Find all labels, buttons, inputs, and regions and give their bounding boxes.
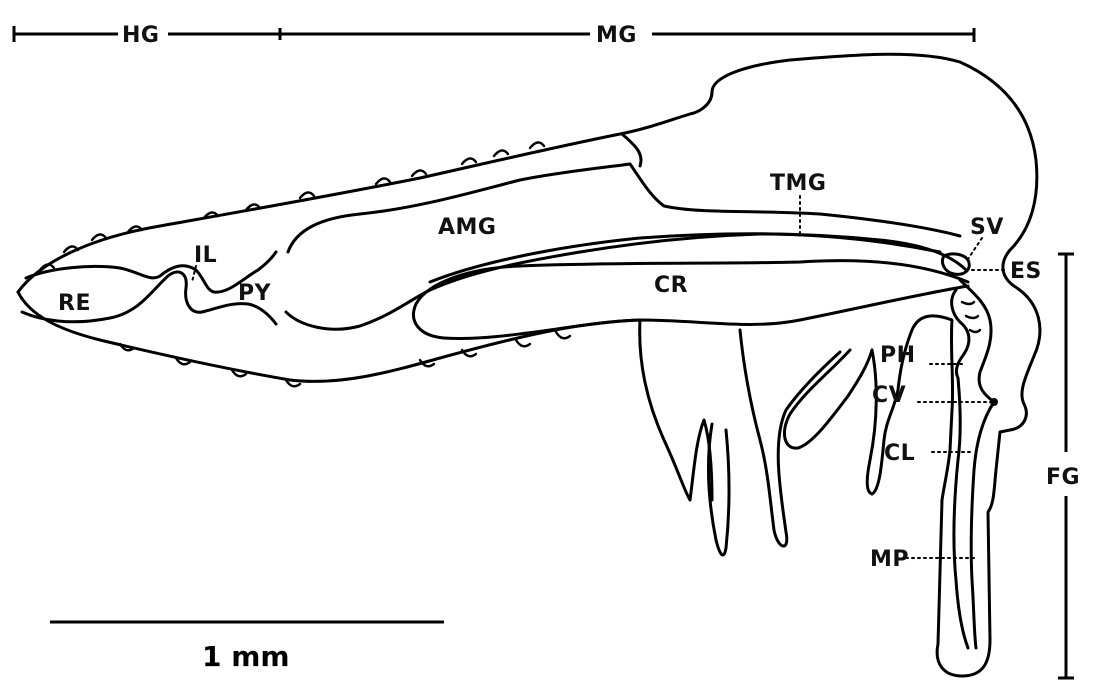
label-thoracic-midgut: TMG xyxy=(770,171,826,196)
label-rectum: RE xyxy=(58,291,91,316)
esophagus-tube xyxy=(960,280,994,402)
label-anterior-midgut: AMG xyxy=(438,215,496,240)
label-crop: CR xyxy=(654,273,688,298)
label-mouthparts: MP xyxy=(870,547,909,572)
label-midgut: MG xyxy=(596,23,637,48)
thoracic-midgut-lower xyxy=(430,234,966,282)
mouthparts-channel xyxy=(954,378,968,648)
label-stomodeal-valve: SV xyxy=(970,215,1004,240)
appendage-5 xyxy=(867,350,876,494)
label-cibarial-valve: CV xyxy=(872,383,906,408)
scale-label: 1 mm xyxy=(202,640,290,673)
cibarial-valve-dot xyxy=(990,398,998,406)
label-pylorus: PY xyxy=(238,281,272,306)
label-cibarium: CL xyxy=(884,441,915,466)
label-esophagus: ES xyxy=(1010,259,1042,284)
cuticle-spines-upper xyxy=(40,142,544,270)
label-pharynx: PH xyxy=(880,343,916,368)
anterior-midgut-lower xyxy=(286,234,940,329)
label-foregut: FG xyxy=(1046,465,1080,490)
appendage-3 xyxy=(740,330,840,546)
thoracic-midgut-upper-fold xyxy=(622,134,641,166)
gut-lower-outline xyxy=(18,292,640,381)
appendage-1 xyxy=(640,320,712,500)
crop-outline xyxy=(414,261,968,339)
label-ileum: IL xyxy=(194,243,217,268)
label-hindgut: HG xyxy=(122,23,159,48)
